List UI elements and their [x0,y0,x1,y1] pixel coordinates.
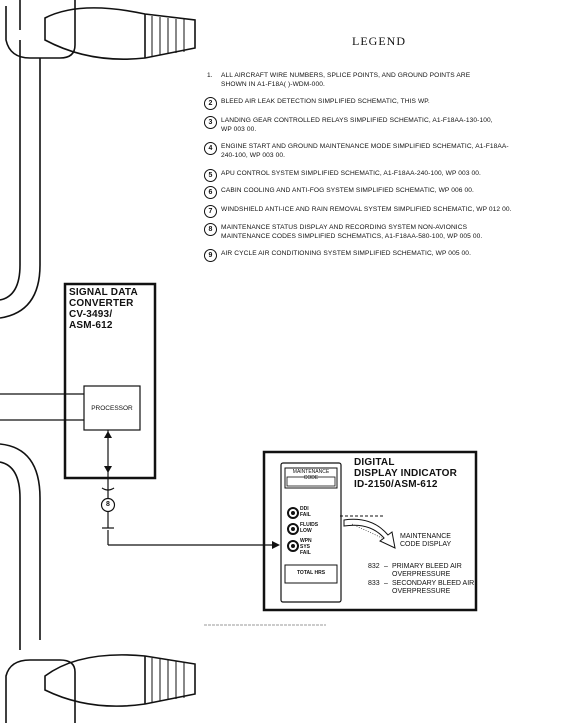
left-duct-upper-outer [0,58,41,319]
note-text: WINDSHIELD ANTI-ICE AND RAIN REMOVAL SYS… [221,206,512,213]
note-text: CABIN COOLING AND ANTI-FOG SYSTEM SIMPLI… [221,187,474,194]
connector-marker-circle [100,497,116,513]
callout-arrow-icon [343,518,396,549]
processor-label: PROCESSOR [91,405,133,412]
note-text: ALL AIRCRAFT WIRE NUMBERS, SPLICE POINTS… [221,72,471,88]
ddi-panel [280,462,342,603]
note-marker: 9 [204,249,217,262]
note-text: BLEED AIR LEAK DETECTION SIMPLIFIED SCHE… [221,98,430,105]
note-marker: 6 [204,186,217,199]
note-marker: 5 [204,169,217,182]
signal-data-converter-box [63,282,157,480]
light-ddi-fail-label: DDI FAIL [300,506,311,518]
left-duct-upper-inner [0,40,21,301]
sdc-title: SIGNAL DATA CONVERTER CV-3493/ ASM-612 [69,287,138,331]
code-832-text: PRIMARY BLEED AIR OVERPRESSURE [392,563,462,578]
note-text: ENGINE START AND GROUND MAINTENANCE MODE… [221,143,509,159]
connector-marker-label: 8 [106,501,110,508]
ddi-box [262,450,478,612]
light-wpn-sys-fail-label: WPN SYS FAIL [300,538,312,556]
total-hrs-label: TOTAL HRS [296,570,326,576]
light-fluids-low-label: FLUIDS LOW [300,522,319,534]
note-text: AIR CYCLE AIR CONDITIONING SYSTEM SIMPLI… [221,250,472,257]
note-marker: 1. [207,72,213,79]
ddi-title: DIGITAL DISPLAY INDICATOR ID-2150/ASM-61… [354,457,458,490]
legend-title: LEGEND [352,34,406,48]
left-duct-lower-inner [0,461,21,650]
note-marker: 2 [204,97,217,110]
note-text: LANDING GEAR CONTROLLED RELAYS SIMPLIFIE… [221,117,493,133]
code-833-number: 833 [368,580,380,587]
lower-nozzle-icon [5,654,196,723]
code-833-text: SECONDARY BLEED AIR OVERPRESSURE [392,580,475,595]
note-marker: 3 [204,116,217,129]
note-text: MAINTENANCE STATUS DISPLAY AND RECORDING… [221,224,483,240]
note-text: APU CONTROL SYSTEM SIMPLIFIED SCHEMATIC,… [221,170,481,177]
maintenance-code-label: MAINTENANCE CODE [292,469,330,481]
upper-nozzle-icon [5,0,196,60]
note-marker: 4 [204,142,217,155]
processor-box [83,385,141,431]
note-marker: 7 [204,205,217,218]
note-marker: 8 [204,223,217,236]
maintenance-code-display-label: MAINTENANCE CODE DISPLAY [400,533,452,548]
left-duct-lower-outer [0,443,41,640]
code-832-number: 832 [368,563,380,570]
